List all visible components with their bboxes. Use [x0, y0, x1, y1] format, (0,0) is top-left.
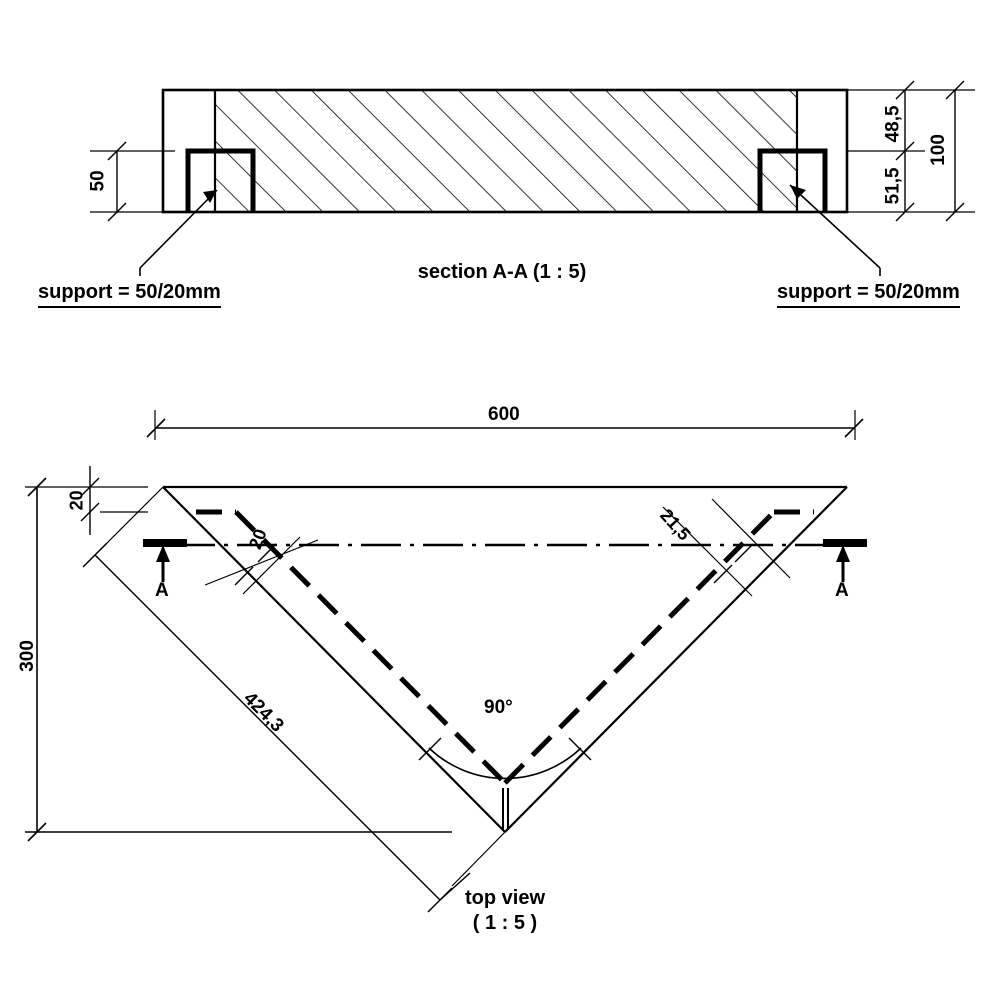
arc-90-degree — [428, 747, 582, 780]
ext-line-20b-outer — [204, 539, 319, 586]
support-leaders — [139, 184, 881, 276]
dimension-20-left-leg — [204, 536, 319, 595]
plate-right-leg — [504, 486, 848, 833]
tick-50-top — [107, 141, 127, 161]
tick-48-5-top — [895, 80, 915, 100]
tick-50-bottom — [107, 202, 127, 222]
dim-label-100: 100 — [927, 134, 949, 166]
apex-detail — [502, 788, 509, 830]
dim-label-600: 600 — [488, 404, 520, 425]
support-pocket-left — [185, 148, 256, 212]
section-cut-line-a-a — [143, 539, 867, 582]
tick-mid — [895, 141, 915, 161]
tick-90-right — [568, 737, 592, 761]
ext-line-21-5-outer — [662, 506, 753, 597]
ext-line-424-3-start — [83, 486, 164, 567]
cut-marker-arrow-left — [156, 545, 170, 562]
tick-21-5-b — [734, 543, 754, 563]
tick-600-right — [844, 418, 864, 438]
dim-label-20-upper-left: 20 — [66, 490, 87, 511]
tick-21-5-a — [713, 564, 733, 584]
tick-100-bottom — [945, 202, 965, 222]
section-view-caption: section A-A (1 : 5) — [417, 261, 587, 283]
dashed-right-leg — [503, 510, 776, 785]
section-marker-label-right: A — [835, 580, 849, 601]
dimension-20-upper-left — [80, 466, 148, 535]
section-hatch-area — [215, 90, 797, 212]
tick-100-top — [945, 80, 965, 100]
topview-caption-line1: top view — [464, 887, 545, 909]
section-marker-label-left: A — [155, 580, 169, 601]
tick-90-left — [418, 737, 442, 761]
tick-20b-b — [257, 543, 277, 563]
tick-20b-a — [234, 566, 254, 586]
topview-plate-outline — [162, 485, 848, 833]
leader-arrow-support-right — [790, 185, 806, 199]
dimension-21-5-right-leg — [662, 498, 791, 597]
leader-line-support-right — [789, 184, 881, 269]
dashed-left-leg — [234, 510, 507, 785]
topview-caption-leader — [439, 872, 471, 901]
dimension-90-degree — [418, 737, 592, 780]
ext-line-424-3-end — [451, 831, 506, 887]
cut-marker-arrow-right — [836, 545, 850, 562]
dimension-300 — [25, 477, 452, 842]
section-view-geometry — [161, 88, 849, 214]
ext-line-21-5-inner — [711, 498, 791, 579]
dim-label-48-5: 48,5 — [882, 105, 904, 143]
support-pocket-right — [757, 148, 828, 212]
tick-20a-bottom — [80, 502, 100, 522]
dim-label-90-degree: 90° — [484, 697, 513, 718]
leader-line-support-left — [139, 189, 218, 269]
support-label-right: support = 50/20mm — [777, 281, 960, 308]
cut-marker-bar-left — [143, 539, 187, 547]
cut-marker-bar-right — [823, 539, 867, 547]
dimension-chain-right — [847, 80, 975, 222]
tick-20a-top — [80, 477, 100, 497]
support-label-left: support = 50/20mm — [38, 281, 221, 308]
tick-51-5-bottom — [895, 202, 915, 222]
leader-arrow-support-left — [203, 190, 217, 203]
leader-line-topview-caption — [439, 872, 471, 901]
plate-left-leg — [162, 486, 506, 833]
dim-label-50: 50 — [87, 170, 109, 192]
dim-label-51-5: 51,5 — [882, 167, 904, 205]
dim-label-300: 300 — [16, 640, 38, 672]
tick-600-left — [146, 418, 166, 438]
topview-caption-line2: ( 1 : 5 ) — [472, 912, 538, 934]
ext-line-20b-inner — [242, 536, 301, 595]
dimension-600 — [146, 410, 864, 440]
dimension-50 — [90, 141, 175, 222]
topview-inner-dashed-outline — [196, 509, 814, 785]
dimension-424-3 — [82, 486, 506, 913]
dim-line-424-3 — [94, 554, 441, 901]
